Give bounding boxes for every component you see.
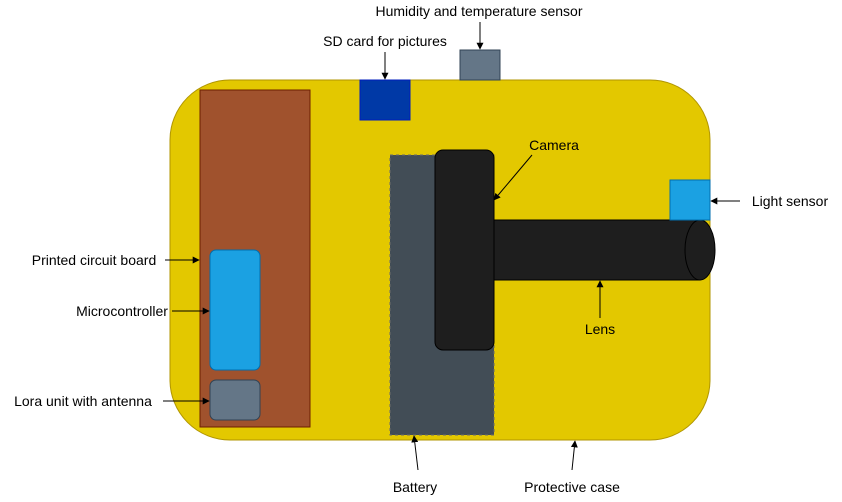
- arrow-case: [570, 440, 578, 471]
- microcontroller: [209, 249, 261, 371]
- label-sd-card: SD card for pictures: [323, 33, 447, 49]
- label-lens: Lens: [585, 321, 615, 337]
- sd-card: [359, 79, 411, 121]
- lora-unit: [209, 379, 261, 421]
- label-battery: Battery: [393, 479, 437, 495]
- label-protective-case: Protective case: [524, 479, 620, 495]
- lens-barrel: [493, 219, 701, 281]
- label-humidity-sensor: Humidity and temperature sensor: [376, 3, 583, 19]
- light-sensor: [669, 179, 711, 221]
- camera: [434, 149, 495, 351]
- label-microcontroller: Microcontroller: [76, 303, 168, 319]
- arrow-battery: [411, 435, 419, 471]
- lens-front: [684, 219, 716, 281]
- label-camera: Camera: [529, 137, 579, 153]
- label-lora: Lora unit with antenna: [14, 393, 152, 409]
- label-pcb: Printed circuit board: [32, 252, 157, 268]
- arrow-camera: [493, 154, 533, 201]
- label-light-sensor: Light sensor: [752, 193, 829, 209]
- humidity-temperature-sensor: [459, 49, 501, 81]
